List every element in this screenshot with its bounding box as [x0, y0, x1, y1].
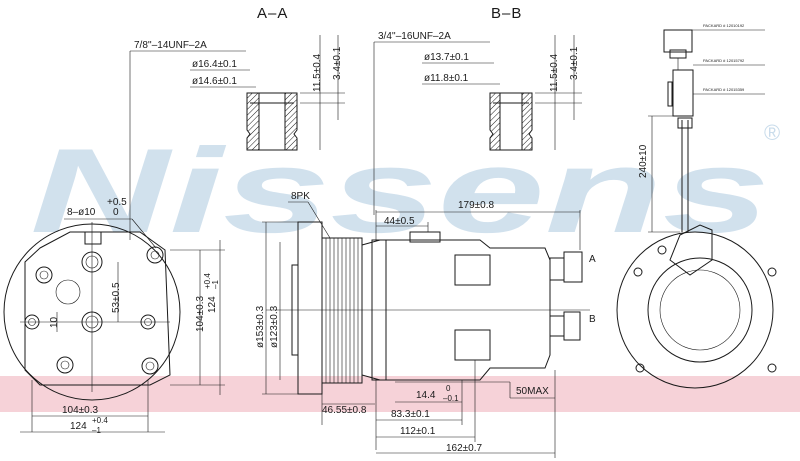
pulley-grooves — [325, 238, 359, 383]
brand-watermark: Nissens — [30, 124, 770, 258]
registered-mark: ® — [764, 120, 780, 145]
pink-stripe — [0, 376, 800, 412]
len-83: 83.3±0.1 — [391, 409, 430, 420]
dia-hub: ø123±0.3 — [269, 305, 280, 348]
aa-dia-inner: ø14.6±0.1 — [192, 76, 237, 87]
front-height-outer: 124 — [207, 296, 218, 313]
max-length: 50MAX — [516, 386, 549, 397]
front-width-outer-tol-upper: +0.4 — [92, 416, 108, 425]
section-aa-title: A–A — [257, 5, 288, 22]
dia-pulley: ø153±0.3 — [255, 305, 266, 348]
port-b-label: B — [589, 314, 596, 325]
aa-depth: 11.5±0.4 — [312, 53, 323, 92]
section-aa: A–A 7/8''–14UNF–2A ø16.4±0.1 ø14.6±0.1 1… — [129, 5, 345, 240]
bolt-holes — [24, 246, 164, 375]
pulley-offset: 46.55±0.8 — [322, 405, 367, 416]
front-height-outer-tol-upper: +0.4 — [203, 273, 212, 289]
aa-dia-outer: ø16.4±0.1 — [192, 59, 237, 70]
side-view: A B 8PK 179±0.8 44±0.5 ø153±0.3 ø123±0.3… — [255, 191, 596, 458]
front-holes-label: 8–ø10 — [67, 207, 96, 218]
front-width-outer: 124 — [70, 421, 87, 432]
bb-dia-outer: ø13.7±0.1 — [424, 52, 469, 63]
length-total: 179±0.8 — [458, 200, 495, 211]
front-view: 8–ø10 +0.5 0 104±0.3 124 +0.4 –1 53±0.5 … — [3, 197, 225, 435]
front-height-outer-tol-lower: –1 — [211, 280, 220, 289]
front-height-inner: 104±0.3 — [195, 295, 206, 332]
cable-length: 240±10 — [638, 144, 649, 178]
front-width-outer-tol-lower: –1 — [92, 426, 101, 435]
bb-step: 3.4±0.1 — [569, 46, 580, 80]
port-a-label: A — [589, 254, 596, 265]
front-holes-tol-lower: 0 — [113, 207, 119, 218]
len-14-tol-upper: 0 — [446, 384, 451, 393]
len-14: 14.4 — [416, 390, 436, 401]
connector-1: PACKARD # 12010192 — [703, 23, 745, 28]
len-112: 112±0.1 — [400, 426, 436, 437]
aa-step: 3.4±0.1 — [332, 46, 343, 80]
bb-dia-inner: ø11.8±0.1 — [424, 73, 469, 84]
connector-3: PACKARD # 12015359 — [703, 87, 745, 92]
connector-2: PACKARD # 12015792 — [703, 58, 745, 63]
len-14-tol-lower: –0.1 — [443, 394, 459, 403]
section-bb-title: B–B — [491, 5, 522, 22]
len-162: 162±0.7 — [446, 443, 483, 454]
front-offset-53: 53±0.5 — [111, 282, 122, 313]
clutch-view: PACKARD # 12010192 PACKARD # 12015792 PA… — [616, 23, 777, 389]
front-offset-10: 10 — [49, 316, 60, 328]
front-width-inner: 104±0.3 — [62, 405, 99, 416]
aa-thread-label: 7/8''–14UNF–2A — [134, 40, 207, 51]
belt-label: 8PK — [291, 191, 310, 202]
bb-thread-label: 3/4''–16UNF–2A — [378, 31, 451, 42]
section-bb: B–B 3/4''–16UNF–2A ø13.7±0.1 ø11.8±0.1 1… — [373, 5, 582, 215]
port-offset: 44±0.5 — [384, 216, 415, 227]
front-holes-tol-upper: +0.5 — [107, 197, 127, 208]
bb-depth: 11.5±0.4 — [549, 53, 560, 92]
